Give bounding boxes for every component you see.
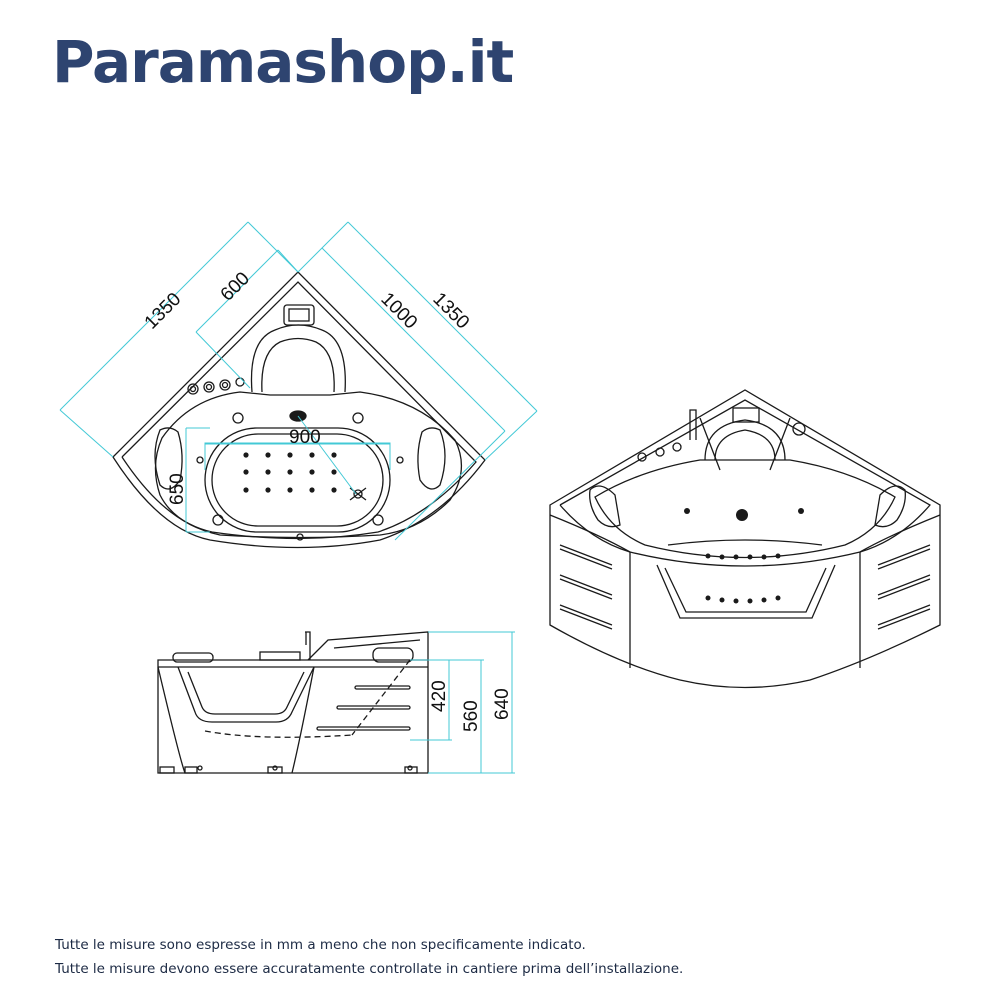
perspective-outline bbox=[549, 389, 941, 689]
dim-640: 640 bbox=[492, 688, 513, 720]
note-line-2: Tutte le misure devono essere accuratame… bbox=[55, 961, 684, 977]
disclaimer-notes: Tutte le misure sono espresse in mm a me… bbox=[55, 933, 683, 981]
dim-1350-right: 1350 bbox=[428, 289, 473, 334]
dim-650: 650 bbox=[167, 473, 188, 505]
perspective-jets bbox=[684, 508, 804, 604]
dim-420: 420 bbox=[429, 680, 450, 712]
dim-900: 900 bbox=[289, 427, 321, 448]
note-line-1: Tutte le misure sono espresse in mm a me… bbox=[55, 937, 586, 953]
top-view-floor-jets bbox=[243, 452, 337, 493]
top-view-dimension-lines bbox=[59, 221, 538, 541]
side-view-outline bbox=[157, 659, 429, 774]
top-view-basin bbox=[154, 391, 463, 539]
dim-560: 560 bbox=[461, 700, 482, 732]
top-view bbox=[112, 271, 486, 549]
dim-1350-left: 1350 bbox=[141, 289, 186, 334]
dim-1000: 1000 bbox=[376, 289, 421, 334]
dim-600: 600 bbox=[217, 268, 254, 305]
side-view bbox=[157, 631, 429, 774]
side-view-dimension-lines bbox=[410, 631, 515, 774]
brand-logo: Paramashop.it bbox=[52, 28, 514, 96]
top-view-outline bbox=[112, 271, 486, 549]
perspective-view bbox=[549, 389, 941, 689]
